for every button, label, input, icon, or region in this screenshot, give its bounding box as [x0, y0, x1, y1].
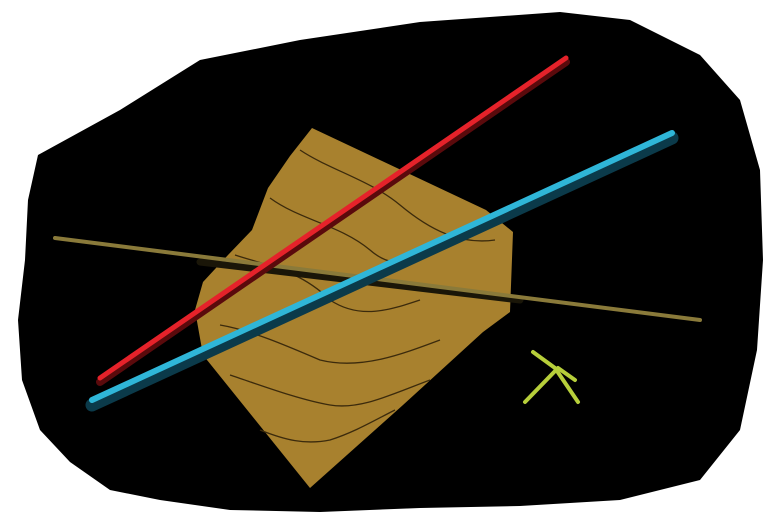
- diagram-stage: [0, 0, 771, 525]
- scene-diagram: [0, 0, 771, 525]
